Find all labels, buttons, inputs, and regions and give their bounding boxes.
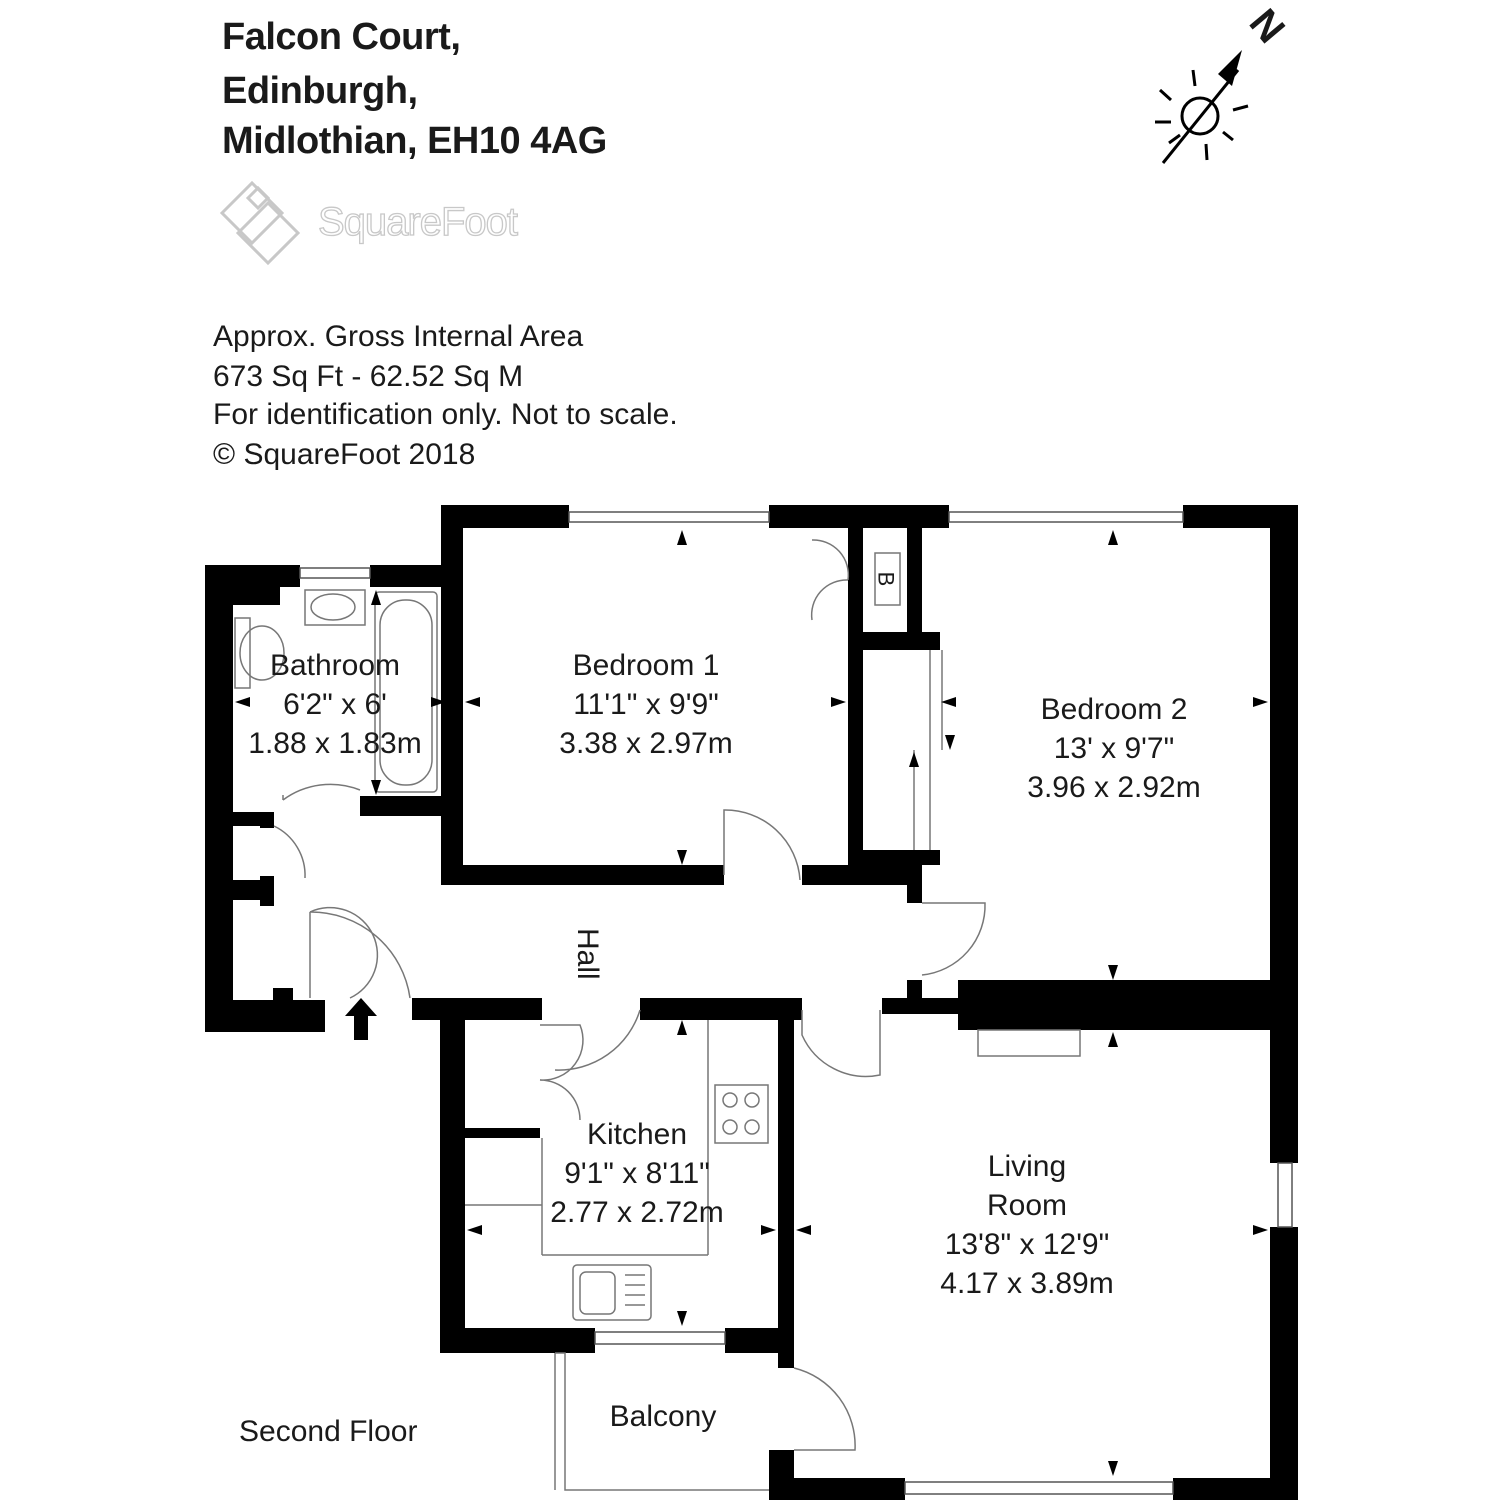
entrance-arrow-icon xyxy=(345,998,377,1040)
windows xyxy=(299,511,1293,1495)
room-bedroom-2: Bedroom 2 13' x 9'7" 3.96 x 2.92m xyxy=(1027,690,1200,807)
room-imperial: 11'1" x 9'9" xyxy=(573,688,719,721)
room-metric: 3.38 x 2.97m xyxy=(559,727,733,760)
room-bedroom-1: Bedroom 1 11'1" x 9'9" 3.38 x 2.97m xyxy=(559,646,732,763)
sun-icon xyxy=(1155,69,1249,161)
toilet-icon xyxy=(234,617,285,689)
fixtures xyxy=(234,552,1081,1491)
room-metric: 3.96 x 2.92m xyxy=(1027,771,1201,804)
north-arrow-icon xyxy=(1161,50,1242,164)
address-line-3: Midlothian, EH10 4AG xyxy=(222,120,607,162)
disclaimer: For identification only. Not to scale. xyxy=(213,398,678,431)
floor-label: Second Floor xyxy=(239,1415,418,1448)
basin-icon xyxy=(304,589,366,626)
room-living: Living Room 13'8" x 12'9" 4.17 x 3.89m xyxy=(940,1147,1113,1303)
room-name-2: Room xyxy=(986,1189,1068,1222)
address-line-1: Falcon Court, xyxy=(222,16,461,58)
room-imperial: 9'1" x 8'11" xyxy=(564,1157,710,1190)
area-value: 673 Sq Ft - 62.52 Sq M xyxy=(213,360,524,393)
copyright: © SquareFoot 2018 xyxy=(213,438,476,471)
room-name: Balcony xyxy=(609,1400,717,1433)
room-kitchen: Kitchen 9'1" x 8'11" 2.77 x 2.72m xyxy=(550,1115,723,1232)
room-name: Bedroom 1 xyxy=(572,649,720,682)
doors xyxy=(273,539,986,1451)
bath-icon xyxy=(374,591,438,793)
room-imperial: 13'8" x 12'9" xyxy=(944,1228,1110,1261)
logo-text: SquareFoot xyxy=(317,199,518,244)
room-name: Bedroom 2 xyxy=(1040,693,1188,726)
sink-icon xyxy=(572,1264,652,1321)
address-line-2: Edinburgh, xyxy=(222,70,418,112)
room-imperial: 6'2" x 6' xyxy=(283,688,387,721)
dimension-arrows xyxy=(235,530,1268,1476)
room-name: Living xyxy=(987,1150,1067,1183)
hob-icon xyxy=(714,1084,769,1144)
room-hall: Hall xyxy=(571,928,604,980)
room-balcony: Balcony xyxy=(610,1397,717,1436)
boiler-label: B xyxy=(873,571,899,587)
walls xyxy=(205,505,1298,1500)
room-name: Kitchen xyxy=(586,1118,688,1151)
room-bathroom: Bathroom 6'2" x 6' 1.88 x 1.83m xyxy=(248,646,421,763)
room-metric: 1.88 x 1.83m xyxy=(248,727,422,760)
room-metric: 2.77 x 2.72m xyxy=(550,1196,724,1229)
room-name: Bathroom xyxy=(269,649,401,682)
room-imperial: 13' x 9'7" xyxy=(1053,732,1175,765)
squarefoot-logo-icon xyxy=(219,180,301,266)
area-title: Approx. Gross Internal Area xyxy=(213,320,584,353)
room-metric: 4.17 x 3.89m xyxy=(940,1267,1114,1300)
